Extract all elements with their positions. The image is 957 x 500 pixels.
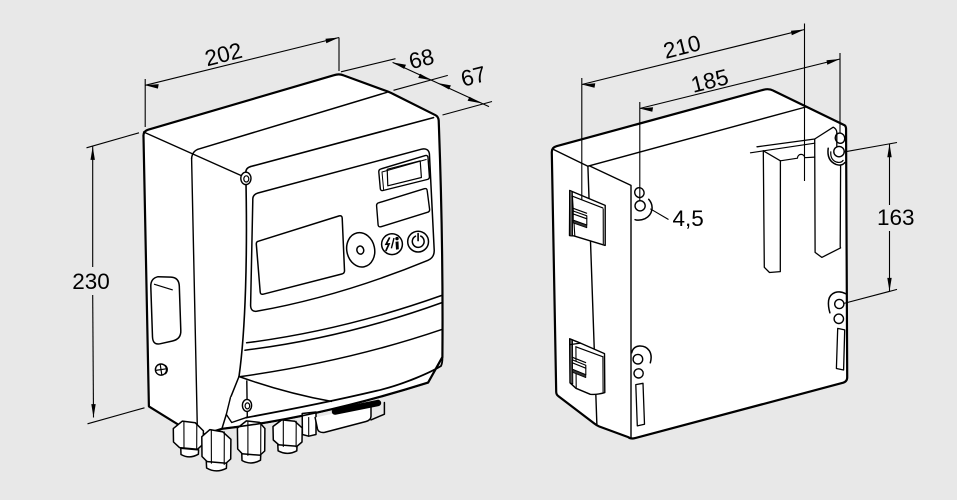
svg-text:230: 230 [72,269,110,294]
svg-text:67: 67 [458,61,488,91]
svg-text:163: 163 [877,205,915,230]
svg-text:4,5: 4,5 [673,206,704,231]
svg-text:68: 68 [406,44,436,74]
